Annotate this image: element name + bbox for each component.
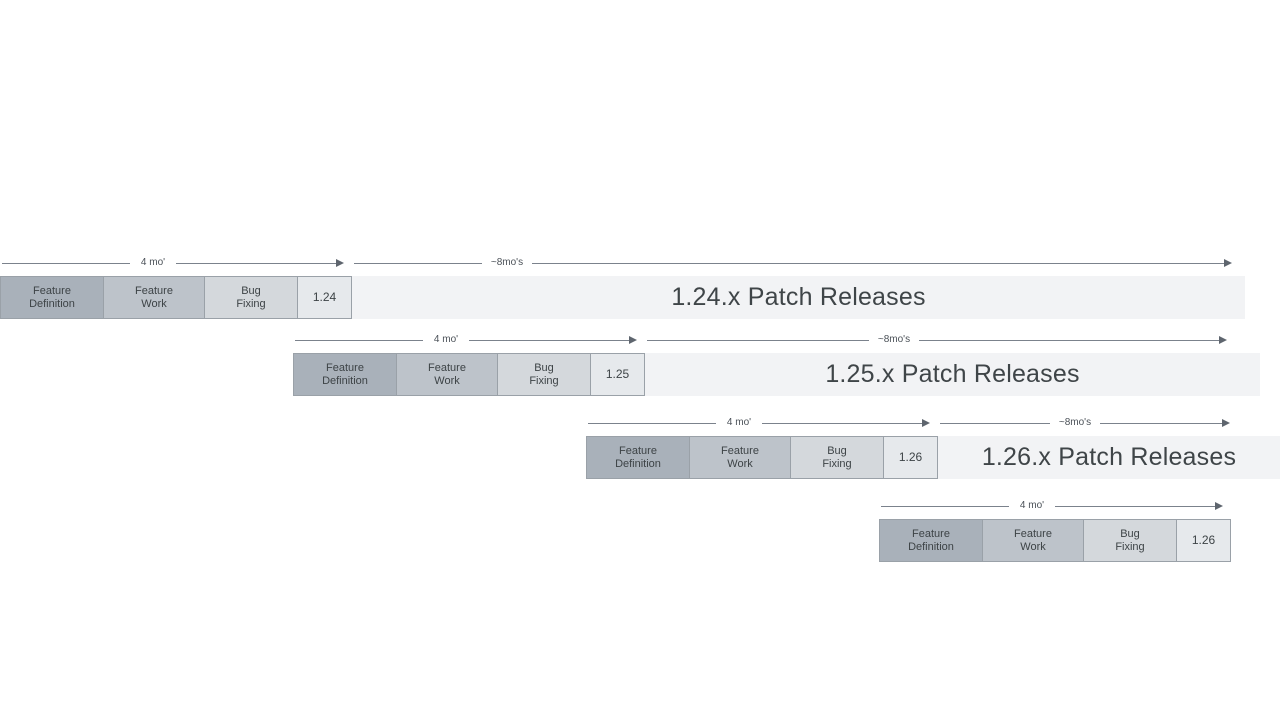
phase-label-line1: Feature bbox=[33, 284, 71, 297]
version-label: 1.25 bbox=[605, 367, 630, 381]
arrow-head-right bbox=[1224, 258, 1232, 267]
duration-label-dev: 4 mo' bbox=[140, 257, 166, 268]
phase-label-line1: Feature bbox=[428, 361, 466, 374]
arrow-line-left bbox=[647, 340, 869, 341]
arrow-head-right bbox=[922, 418, 930, 427]
arrow-line-left bbox=[881, 506, 1009, 507]
phase-feature-definition[interactable]: Feature Definition bbox=[879, 519, 983, 562]
arrow-line-right bbox=[1055, 506, 1221, 507]
dimension-arrow-dev-1-24: 4 mo' bbox=[0, 254, 352, 272]
version-box[interactable]: 1.26 bbox=[1176, 519, 1231, 562]
dimension-arrow-dev-1-25: 4 mo' bbox=[293, 331, 645, 349]
patch-release-label-1-26: 1.26.x Patch Releases bbox=[981, 443, 1237, 471]
phase-bug-fixing[interactable]: Bug Fixing bbox=[1083, 519, 1177, 562]
phase-bug-fixing[interactable]: Bug Fixing bbox=[790, 436, 884, 479]
version-box[interactable]: 1.26 bbox=[883, 436, 938, 479]
phase-boxes-1-26: Feature Definition Feature Work Bug Fixi… bbox=[586, 436, 938, 479]
phase-feature-work[interactable]: Feature Work bbox=[396, 353, 498, 396]
version-box[interactable]: 1.25 bbox=[590, 353, 645, 396]
duration-label-dev: 4 mo' bbox=[433, 334, 459, 345]
version-box[interactable]: 1.24 bbox=[297, 276, 352, 319]
phase-feature-work[interactable]: Feature Work bbox=[689, 436, 791, 479]
phase-label-line2: Definition bbox=[29, 297, 75, 310]
patch-release-label-1-25: 1.25.x Patch Releases bbox=[825, 360, 1080, 388]
phase-feature-definition[interactable]: Feature Definition bbox=[293, 353, 397, 396]
phase-label-line1: Feature bbox=[619, 444, 657, 457]
arrow-line-left bbox=[940, 423, 1050, 424]
phase-label-line1: Feature bbox=[135, 284, 173, 297]
arrow-line-left bbox=[295, 340, 423, 341]
dimension-arrow-patch-1-25: ~8mo's bbox=[645, 331, 1240, 349]
phase-label-line1: Bug bbox=[1120, 527, 1140, 540]
version-label: 1.26 bbox=[898, 450, 923, 464]
phase-label-line1: Feature bbox=[721, 444, 759, 457]
phase-boxes-1-25: Feature Definition Feature Work Bug Fixi… bbox=[293, 353, 645, 396]
duration-label-patch: ~8mo's bbox=[490, 257, 524, 268]
duration-label-patch: ~8mo's bbox=[1058, 417, 1092, 428]
phase-label-line2: Fixing bbox=[1115, 540, 1145, 553]
arrow-head-right bbox=[1219, 335, 1227, 344]
phase-label-line2: Fixing bbox=[236, 297, 266, 310]
arrow-head-right bbox=[1222, 418, 1230, 427]
dimension-arrow-patch-1-24: ~8mo's bbox=[352, 254, 1238, 272]
phase-feature-definition[interactable]: Feature Definition bbox=[0, 276, 104, 319]
phase-label-line2: Definition bbox=[615, 457, 661, 470]
dimension-arrow-patch-1-26: ~8mo's bbox=[938, 414, 1240, 432]
arrow-line-right bbox=[532, 263, 1230, 264]
phase-label-line2: Definition bbox=[908, 540, 954, 553]
arrow-head-right bbox=[629, 335, 637, 344]
arrow-line-left bbox=[2, 263, 130, 264]
phase-label-line1: Feature bbox=[912, 527, 950, 540]
arrow-line-right bbox=[919, 340, 1225, 341]
phase-label-line1: Feature bbox=[1014, 527, 1052, 540]
arrow-line-left bbox=[588, 423, 716, 424]
phase-label-line1: Bug bbox=[241, 284, 261, 297]
version-label: 1.26 bbox=[1191, 533, 1216, 547]
arrow-line-right bbox=[469, 340, 635, 341]
phase-feature-work[interactable]: Feature Work bbox=[982, 519, 1084, 562]
phase-label-line2: Definition bbox=[322, 374, 368, 387]
phase-label-line2: Fixing bbox=[822, 457, 852, 470]
phase-boxes-next: Feature Definition Feature Work Bug Fixi… bbox=[879, 519, 1231, 562]
phase-bug-fixing[interactable]: Bug Fixing bbox=[497, 353, 591, 396]
arrow-head-right bbox=[336, 258, 344, 267]
phase-label-line1: Bug bbox=[827, 444, 847, 457]
phase-bug-fixing[interactable]: Bug Fixing bbox=[204, 276, 298, 319]
phase-feature-definition[interactable]: Feature Definition bbox=[586, 436, 690, 479]
phase-label-line2: Work bbox=[434, 374, 460, 387]
duration-label-dev: 4 mo' bbox=[1019, 500, 1045, 511]
phase-feature-work[interactable]: Feature Work bbox=[103, 276, 205, 319]
phase-label-line2: Work bbox=[1020, 540, 1046, 553]
arrow-line-right bbox=[1100, 423, 1228, 424]
patch-release-label-1-24: 1.24.x Patch Releases bbox=[671, 283, 926, 311]
arrow-line-right bbox=[762, 423, 928, 424]
dimension-arrow-dev-next: 4 mo' bbox=[879, 497, 1231, 515]
duration-label-patch: ~8mo's bbox=[877, 334, 911, 345]
arrow-line-left bbox=[354, 263, 482, 264]
version-label: 1.24 bbox=[312, 290, 337, 304]
arrow-line-right bbox=[176, 263, 342, 264]
phase-label-line2: Work bbox=[727, 457, 753, 470]
phase-boxes-1-24: Feature Definition Feature Work Bug Fixi… bbox=[0, 276, 352, 319]
phase-label-line1: Bug bbox=[534, 361, 554, 374]
duration-label-dev: 4 mo' bbox=[726, 417, 752, 428]
phase-label-line2: Work bbox=[141, 297, 167, 310]
phase-label-line2: Fixing bbox=[529, 374, 559, 387]
phase-label-line1: Feature bbox=[326, 361, 364, 374]
arrow-head-right bbox=[1215, 501, 1223, 510]
dimension-arrow-dev-1-26: 4 mo' bbox=[586, 414, 938, 432]
